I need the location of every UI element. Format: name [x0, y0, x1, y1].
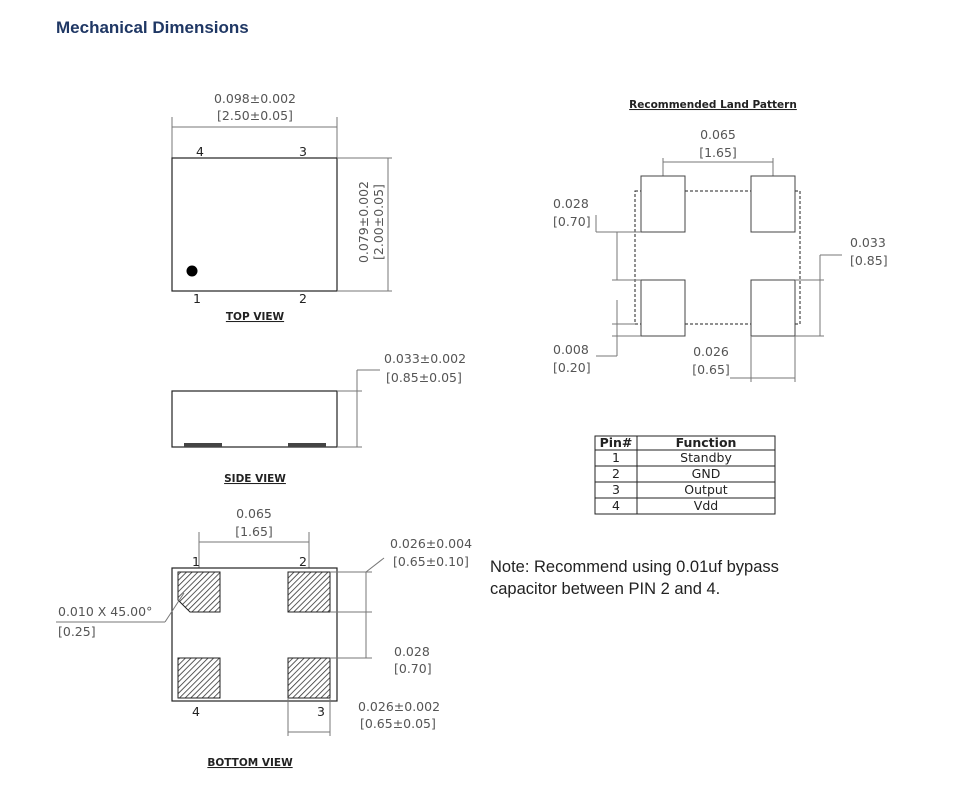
side-view-pad-right — [288, 443, 326, 447]
pin-table-cell: Vdd — [694, 498, 718, 513]
pin-table-cell: 2 — [612, 466, 620, 481]
side-thickness-mm: [0.85±0.05] — [386, 370, 462, 385]
lp-w2-in: 0.033 — [850, 235, 886, 250]
side-thickness-in: 0.033±0.002 — [384, 351, 466, 366]
bottom-pad-3 — [287, 657, 331, 699]
pin-table: Pin# Function 1 Standby 2 GND 3 Output 4… — [594, 435, 776, 515]
lp-pad-top-right — [750, 175, 796, 233]
lp-w-mm: [0.65] — [692, 362, 730, 377]
pad-h-in: 0.026±0.004 — [390, 536, 472, 551]
note-line-1: Note: Recommend using 0.01uf bypass — [490, 558, 779, 576]
pin-table-cell: 4 — [612, 498, 620, 513]
vpitch-mm: [0.70] — [394, 661, 432, 676]
chamfer-in: 0.010 X 45.00° — [58, 604, 152, 619]
lp-pad-bottom-left — [640, 279, 686, 337]
chamfer-leader — [164, 592, 185, 623]
bottom-pin-4: 4 — [192, 704, 200, 719]
lp-pad-top-left — [640, 175, 686, 233]
lp-package-outline — [634, 190, 801, 325]
top-height-mm: [2.00±0.05] — [371, 184, 386, 260]
pin-table-header-pin: Pin# — [600, 435, 633, 450]
side-view: 0.033±0.002 [0.85±0.05] SIDE VIEW — [171, 351, 466, 485]
pin-table-cell: Standby — [680, 450, 732, 465]
top-pin-2: 2 — [299, 291, 307, 306]
lp-pitch-mm: [1.65] — [699, 145, 737, 160]
bottom-pitch-mm: [1.65] — [235, 524, 273, 539]
side-view-label: SIDE VIEW — [224, 473, 286, 485]
lp-len-in: 0.028 — [553, 196, 589, 211]
top-width-in: 0.098±0.002 — [214, 91, 296, 106]
top-view-body — [171, 157, 338, 292]
lp-pitch-in: 0.065 — [700, 127, 736, 142]
top-pin-4: 4 — [196, 144, 204, 159]
pad-w-in: 0.026±0.002 — [358, 699, 440, 714]
lp-pad-bottom-right — [750, 279, 796, 337]
pin-table-cell: 3 — [612, 482, 620, 497]
pin-table-cell: 1 — [612, 450, 620, 465]
lp-gap-in: 0.008 — [553, 342, 589, 357]
bottom-pitch-in: 0.065 — [236, 506, 272, 521]
lp-w2-mm: [0.85] — [850, 253, 888, 268]
chamfer-mm: [0.25] — [58, 624, 96, 639]
pin-table-cell: GND — [692, 466, 721, 481]
note-line-2: capacitor between PIN 2 and 4. — [490, 580, 721, 598]
page-title: Mechanical Dimensions — [56, 18, 249, 37]
top-view: 0.098±0.002 [2.50±0.05] 0.079±0.002 [2.0… — [171, 91, 392, 323]
bottom-pad-1 — [177, 571, 221, 613]
pin-table-cell: Output — [684, 482, 728, 497]
lp-w-in: 0.026 — [693, 344, 729, 359]
side-view-pad-left — [184, 443, 222, 447]
pad-h-leader — [365, 557, 385, 573]
bottom-view: 0.065 [1.65] 1 2 3 4 0.010 X 45.00° [0.2… — [56, 506, 472, 769]
pad-w-mm: [0.65±0.05] — [360, 716, 436, 731]
top-pin-3: 3 — [299, 144, 307, 159]
pin1-marker-dot — [186, 265, 198, 277]
vpitch-in: 0.028 — [394, 644, 430, 659]
pin-table-border — [594, 435, 776, 515]
top-view-label: TOP VIEW — [226, 311, 285, 323]
top-width-mm: [2.50±0.05] — [217, 108, 293, 123]
pad-h-mm: [0.65±0.10] — [393, 554, 469, 569]
bottom-pin-1: 1 — [192, 554, 200, 569]
bottom-pad-4 — [177, 657, 221, 699]
top-height-in: 0.079±0.002 — [356, 181, 371, 263]
bottom-pad-2 — [287, 571, 331, 613]
bypass-note: Note: Recommend using 0.01uf bypass capa… — [490, 556, 779, 600]
bottom-pin-3: 3 — [317, 704, 325, 719]
land-pattern: Recommended Land Pattern 0.065 [1.65] 0.… — [553, 99, 888, 382]
side-view-body — [171, 390, 338, 448]
top-pin-1: 1 — [193, 291, 201, 306]
bottom-view-label: BOTTOM VIEW — [207, 757, 293, 769]
pin-table-header-function: Function — [676, 435, 737, 450]
land-pattern-title: Recommended Land Pattern — [629, 99, 797, 111]
lp-len-mm: [0.70] — [553, 214, 591, 229]
bottom-pin-2: 2 — [299, 554, 307, 569]
lp-gap-mm: [0.20] — [553, 360, 591, 375]
